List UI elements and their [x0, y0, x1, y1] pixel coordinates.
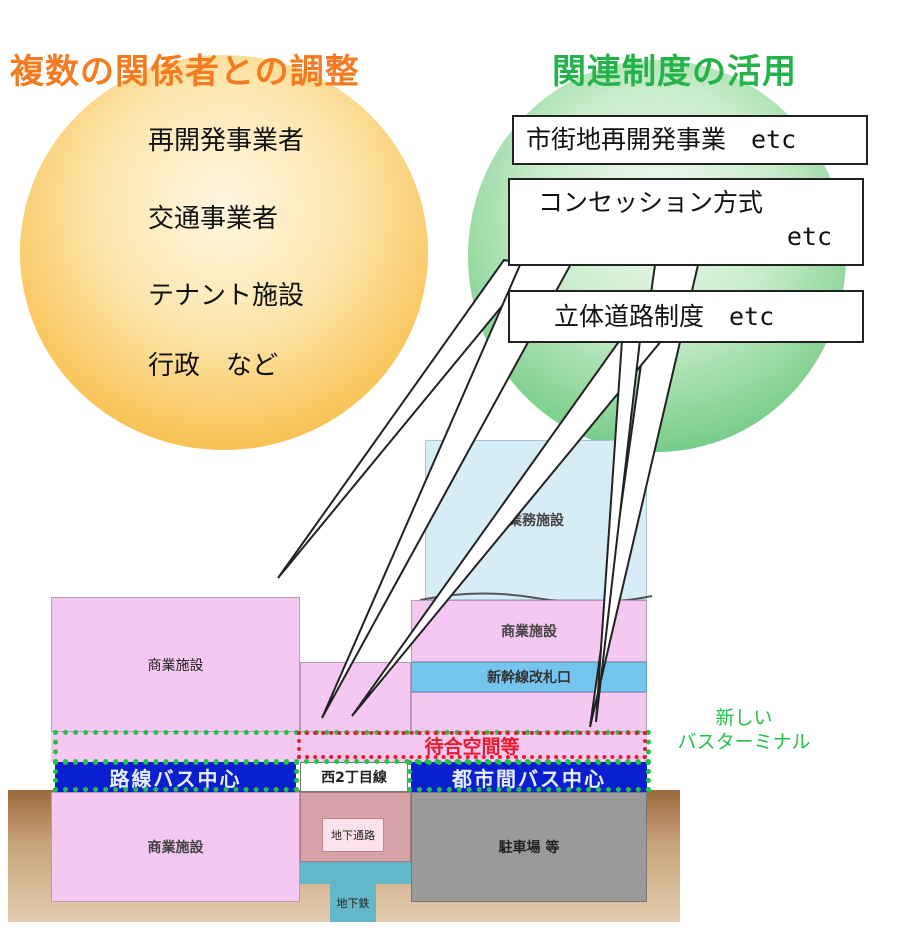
waiting-space-label: 待合空間等 [424, 735, 520, 758]
parking-label: 駐車場 等 [498, 840, 560, 856]
intercity-bus-outline [407, 760, 651, 792]
underground-passage-block: 地下通路 [322, 818, 384, 852]
route-bus-label: 路線バス中心 [109, 766, 242, 791]
stakeholder-transport: 交通事業者 [148, 204, 279, 234]
concession-text: コンセッション方式 [538, 188, 764, 217]
shinkansen-gate-block: 新幹線改札口 [411, 662, 647, 692]
office-label: 業務施設 [508, 513, 564, 529]
stakeholder-redevelopment: 再開発事業者 [148, 126, 305, 156]
systems-heading: 関連制度の活用 [552, 52, 797, 92]
subway-label: 地下鉄 [336, 897, 370, 910]
3d-road-text: 立体道路制度 etc [554, 302, 775, 331]
stakeholder-government: 行政 など [148, 351, 279, 381]
underground-passage-label: 地下通路 [331, 829, 375, 842]
underground-commercial-label: 商業施設 [147, 840, 204, 856]
subway-block: 地下鉄 [330, 884, 376, 922]
new-terminal-line1: 新しい [715, 707, 773, 729]
new-bus-terminal-label: 新しい バスターミナル [654, 706, 834, 754]
commercial-left-label: 商業施設 [147, 657, 204, 674]
waiting-space-outline: 待合空間等 [297, 731, 647, 759]
underground-commercial-block: 商業施設 [51, 792, 300, 902]
commercial-right-label: 商業施設 [501, 624, 557, 640]
intercity-bus-label: 都市間バス中心 [452, 766, 606, 791]
nishi2-label: 西2丁目線 [321, 770, 387, 786]
concession-box: コンセッション方式 etc [508, 178, 864, 266]
concession-etc: etc [786, 222, 832, 251]
coordination-circle [20, 55, 428, 450]
new-terminal-line2: バスターミナル [677, 731, 811, 753]
concourse-strip [300, 862, 411, 884]
commercial-left-block: 商業施設 [51, 597, 300, 732]
middle-block [300, 662, 411, 732]
redevelopment-project-text: 市街地再開発事業 etc [526, 125, 797, 154]
stakeholder-tenant: テナント施設 [148, 281, 305, 311]
redevelopment-project-box: 市街地再開発事業 etc [512, 115, 868, 165]
nishi2-bar: 西2丁目線 [300, 762, 408, 792]
coordination-heading: 複数の関係者との調整 [10, 52, 360, 92]
shinkansen-gate-label: 新幹線改札口 [487, 670, 571, 686]
parking-block: 駐車場 等 [411, 792, 647, 902]
3d-road-box: 立体道路制度 etc [508, 290, 864, 343]
route-bus-outline [53, 760, 299, 792]
